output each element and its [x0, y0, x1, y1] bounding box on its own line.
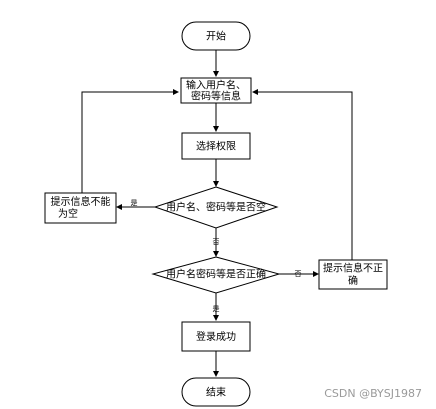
- arrowhead: [213, 181, 219, 187]
- edge-error-incorrect-loop: [257, 91, 353, 260]
- arrowhead: [116, 204, 122, 210]
- terminator-shape: [181, 21, 251, 51]
- arrowhead: [213, 251, 219, 257]
- node-end-label: 结束: [206, 386, 226, 399]
- edge-labels: 是 否 否 是: [131, 199, 302, 313]
- node-start-label: 开始: [206, 30, 226, 43]
- terminator-shape: [181, 377, 251, 407]
- node-input-label-line2: 密码等信息: [191, 90, 241, 103]
- process-shape: [44, 192, 117, 224]
- edge-label-correct-no: 否: [295, 270, 302, 278]
- node-end: 结束: [181, 377, 251, 407]
- node-error-empty: 提示信息不能 为空: [44, 192, 117, 224]
- edge-label-empty-no: 否: [213, 238, 220, 246]
- node-input: 输入用户名、 密码等信息: [180, 77, 252, 104]
- node-start: 开始: [181, 21, 251, 51]
- decision-shape: [151, 256, 281, 294]
- decision-shape: [153, 186, 279, 229]
- node-decision-correct-label: 用户名密码等是否正确: [166, 268, 266, 281]
- arrowhead: [213, 126, 219, 132]
- arrowhead: [213, 371, 219, 377]
- node-decision-correct: 用户名密码等是否正确: [151, 256, 281, 294]
- node-decision-empty: 用户名、密码等是否空: [153, 186, 279, 229]
- process-shape: [180, 77, 252, 104]
- edge-label-empty-yes: 是: [131, 199, 138, 207]
- arrowhead: [213, 315, 219, 321]
- arrowhead: [213, 71, 219, 77]
- node-decision-empty-label: 用户名、密码等是否空: [166, 201, 266, 214]
- node-error-empty-label-line1: 提示信息不能: [51, 195, 111, 208]
- node-error-incorrect: 提示信息不正 确: [318, 259, 388, 290]
- node-error-incorrect-label-line2: 确: [348, 274, 358, 287]
- arrowhead: [173, 89, 179, 95]
- node-select-permission: 选择权限: [181, 132, 251, 160]
- node-error-empty-label-line2: 为空: [58, 207, 78, 220]
- node-login-success: 登录成功: [181, 321, 251, 352]
- node-login-success-label: 登录成功: [196, 330, 236, 343]
- watermark: CSDN @BYSJ1987: [324, 387, 422, 400]
- node-input-label-line1: 输入用户名、: [186, 79, 246, 92]
- edge-label-correct-yes: 是: [213, 305, 220, 313]
- process-shape: [181, 321, 251, 352]
- arrowhead: [252, 89, 258, 95]
- arrowhead: [313, 271, 319, 277]
- edge-error-empty-loop: [81, 91, 174, 193]
- node-error-incorrect-label-line1: 提示信息不正: [323, 262, 383, 275]
- process-shape: [181, 132, 251, 160]
- node-select-permission-label: 选择权限: [196, 140, 236, 153]
- edges: [81, 50, 353, 377]
- process-shape: [318, 259, 388, 290]
